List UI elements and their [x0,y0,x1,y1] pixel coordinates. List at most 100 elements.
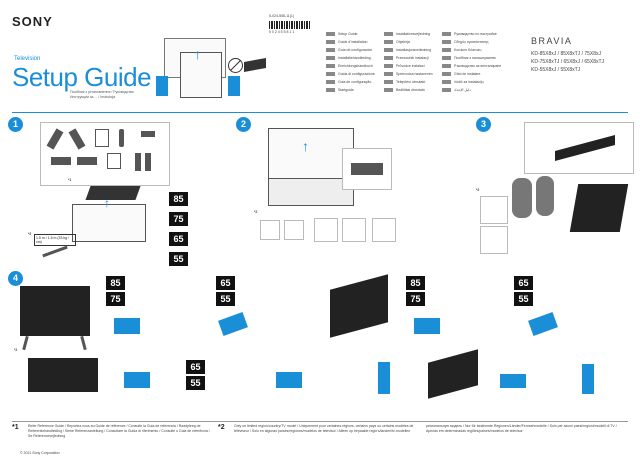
language-item: Ghid de instalare [442,72,480,76]
tv-front-alt [28,358,98,392]
stand-part [414,318,440,334]
barcode [269,21,311,29]
remote-icon [119,129,124,147]
person-figure [512,178,532,218]
series-name: BRAVIA [531,36,573,46]
step-4-panel: 85 75 65 55 85 75 65 55 *2 65 55 [14,272,636,420]
step-2-panel: ↑ *2 [254,118,472,266]
language-item: Startguide [326,88,354,92]
subtitle-line: Посібник з установлення / Руководство [70,90,134,94]
language-item: Vodič za instalaciju [442,80,484,84]
arrow-up-icon: ↑ [302,138,309,154]
stand-part [528,312,558,336]
model-list: KD-85X8xJ / 85X8xTJ / 75X8xJ KD-75X8xTJ … [531,50,604,74]
brand-logo: SONY [12,14,53,29]
language-item: Průvodce instalací [384,64,425,68]
footnote-text: региональную модель / Nur für bestimmte … [426,424,617,433]
language-item: Guía de configuración [326,48,372,52]
tv-front [20,286,90,336]
stand-part [114,318,140,334]
caution-illustration [228,58,268,98]
language-item: Setup Guide [326,32,357,36]
model-line: KD-55X8xJ / 55X8xTJ [531,67,581,73]
size-badge: 55 [186,376,205,390]
language-item: Guia de configuração [326,80,371,84]
subtitle: Посібник з установлення / Руководство Ин… [70,90,160,100]
packing-box [72,204,146,242]
zoom-panel [524,122,634,174]
language-item: Beállítási útmutató [384,88,425,92]
size-badge: 75 [106,292,125,306]
footnote-ref: *2 [476,188,480,192]
language-item: Ohjekirja [384,40,410,44]
stand-part [582,364,594,394]
language-item: Guide d'installation [326,40,367,44]
document-reference: 5-024-558-11(1) [269,14,295,18]
header-illustration: ↑ [150,32,260,102]
size-badge: 55 [514,292,533,306]
arrow-up-icon: ↑ [104,196,110,210]
tv-rear-alt [428,349,478,399]
size-badge: 85 [106,276,125,290]
accessories-panel [40,122,170,186]
size-badge: 55 [169,252,188,266]
divider [12,421,628,422]
stand-part [500,374,526,388]
language-item: Installasjonsveiledning [384,48,431,52]
size-badge: 65 [514,276,533,290]
screw-pack-icon [107,153,121,169]
language-item: Руководство по настройке [442,32,497,36]
footnote-text: Refer Reference Guide / Reportez-vous au… [28,424,210,438]
detail-panel [480,196,508,224]
size-badge: 85 [169,192,188,206]
language-item: Przewodnik instalacji [384,56,429,60]
stand-part [378,362,390,394]
detail-panel [342,218,366,242]
language-item: Kurulum Kılavuzu [442,48,481,52]
size-badge: 65 [169,232,188,246]
screwdriver-icon [42,245,68,258]
divider [12,112,628,113]
footnote-mark: *1 [12,424,19,431]
language-item: Guida di configurazione [326,72,375,76]
detail-panel [314,218,338,242]
language-item: Telepítési útmutató [384,80,425,84]
language-list-col-2: Installationsvejledning Ohjekirja Instal… [384,32,450,102]
step-number-4: 4 [8,271,23,286]
size-badge: 65 [216,276,235,290]
language-item: Installationsvejledning [384,32,430,36]
detail-panel [260,220,280,240]
size-badge: 85 [406,276,425,290]
manual-icon [95,129,109,147]
model-line: KD-85X8xJ / 85X8xTJ / 75X8xJ [531,51,602,57]
language-list-col-3: Руководство по настройке Οδηγός εγκατάστ… [442,32,512,102]
step-3-panel: *2 [476,118,634,266]
language-item: Sprievodca nastavením [384,72,433,76]
stand-part [218,312,248,336]
size-badge: 55 [216,292,235,306]
language-item: Einrichtungshandbuch [326,64,373,68]
footnote-mark: *2 [218,424,225,431]
person-figure [536,176,554,216]
step-number-2: 2 [236,117,251,132]
detail-panel [284,220,304,240]
soundbar-part [85,186,141,200]
barcode-number: 5 0 2 4 5 5 8 1 1 [269,30,295,34]
detail-panel [372,218,396,242]
tv-panel [569,184,629,232]
subtitle-line: Инструкции за ... / Instrukcja [70,95,116,99]
box-base [268,178,354,206]
step-number-1: 1 [8,117,23,132]
model-line: KD-75X8xTJ / 65X8xJ / 65X8xTJ [531,59,605,65]
detail-panel [480,226,508,254]
cable-icon [141,131,155,137]
size-badge: 75 [169,212,188,226]
step-number-3: 3 [476,117,491,132]
language-item: دليل الإعداد [442,88,471,92]
stand-part [276,372,302,388]
stand-part [124,372,150,388]
dimensions-note: 1.5 m / 1.5 m (33 kg / cm) [34,234,76,246]
page-title: Setup Guide [12,62,152,92]
product-type: Television [14,56,41,62]
footnote-ref: *1 [68,178,72,182]
